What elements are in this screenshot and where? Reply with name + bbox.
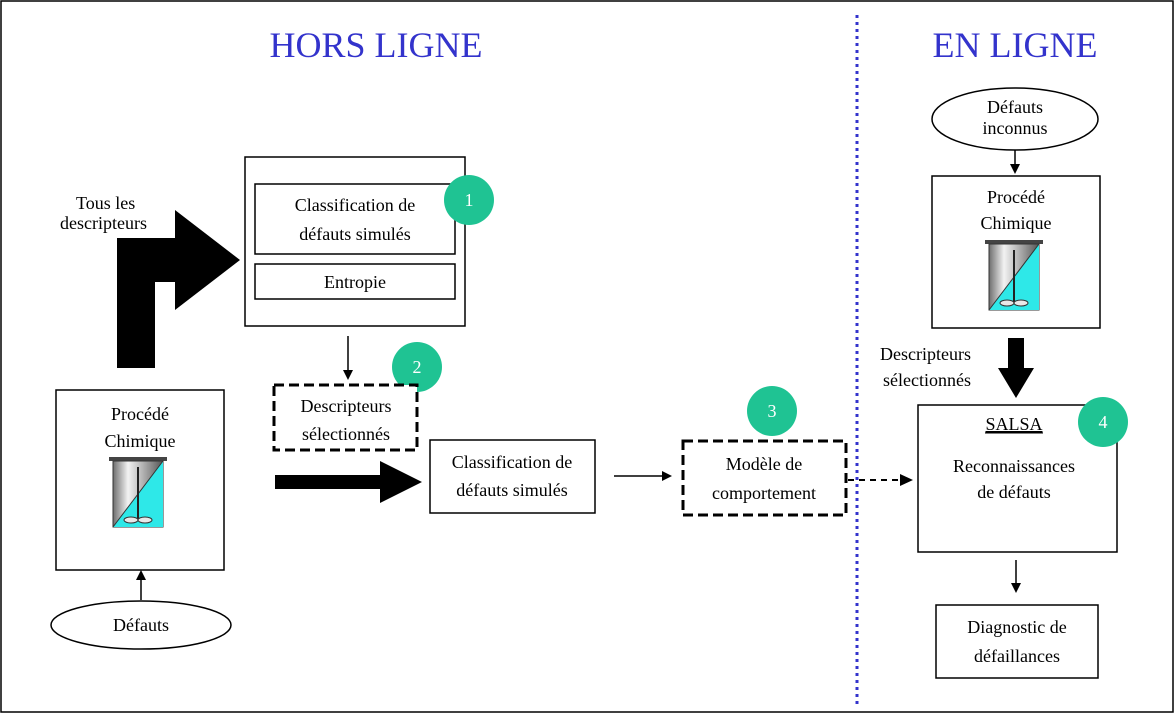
model-to-salsa-arrow-head: [900, 474, 913, 486]
diagnostic-box: [935, 604, 1099, 679]
process-line1-offline: Procédé: [111, 404, 169, 424]
diagnostic-line2: défaillances: [974, 646, 1060, 666]
selected-descriptors-box: [272, 383, 419, 452]
step-number-2: 2: [413, 357, 422, 377]
unknown-defaults-line2: inconnus: [983, 118, 1048, 138]
unknown-defaults-line1: Défauts: [987, 97, 1043, 117]
behavior-model-box: [681, 439, 848, 517]
defaults-ellipse: [50, 600, 232, 650]
step-badge-4: [1078, 397, 1128, 447]
salsa-line1: Reconnaissances: [953, 456, 1075, 476]
arrow-defaults-to-process-head: [136, 570, 146, 580]
classification-box: [254, 183, 456, 255]
online-title: EN LIGNE: [933, 25, 1098, 65]
process-line2-online: Chimique: [981, 213, 1052, 233]
step-number-3: 3: [768, 401, 777, 421]
classification-line1: Classification de: [295, 195, 415, 215]
classification-box-2: [429, 439, 596, 514]
entropy-label: Entropie: [324, 272, 386, 292]
thick-arrow-to-classification: [275, 461, 422, 503]
reactor-icon-offline: [108, 456, 168, 528]
classification2-line2: défauts simulés: [456, 480, 567, 500]
thick-arrow-to-salsa: [998, 338, 1034, 398]
model-line2: comportement: [712, 483, 816, 503]
all-descriptors-label: Tous les descripteurs: [60, 193, 147, 233]
diagnostic-line1: Diagnostic de: [967, 617, 1066, 637]
step-number-1: 1: [465, 190, 474, 210]
entropy-box: [254, 263, 456, 300]
process-line1-online: Procédé: [987, 187, 1045, 207]
arrow-to-diagnostic-head: [1011, 583, 1021, 593]
model-line1: Modèle de: [726, 454, 802, 474]
step-badge-3: [747, 386, 797, 436]
process-line2-offline: Chimique: [105, 431, 176, 451]
classification-line2: défauts simulés: [299, 224, 410, 244]
all-descriptors-arrow: [117, 210, 240, 368]
arrow-to-selected-head: [343, 370, 353, 380]
arrow-to-process-online-head: [1010, 164, 1020, 174]
salsa-title: SALSA: [985, 414, 1042, 434]
reactor-icon-online: [984, 239, 1044, 311]
selected-descriptors-online: Descripteurs sélectionnés: [880, 344, 975, 390]
defaults-label: Défauts: [113, 615, 169, 635]
step-badge-1: [444, 175, 494, 225]
salsa-line2: de défauts: [977, 482, 1050, 502]
selected-descriptors-line1: Descripteurs: [301, 396, 392, 416]
step-badge-2: [392, 342, 442, 392]
classification2-line1: Classification de: [452, 452, 572, 472]
selected-descriptors-line2: sélectionnés: [302, 424, 390, 444]
arrow-to-model-head: [662, 471, 672, 481]
step-number-4: 4: [1099, 412, 1108, 432]
offline-title: HORS LIGNE: [270, 25, 483, 65]
